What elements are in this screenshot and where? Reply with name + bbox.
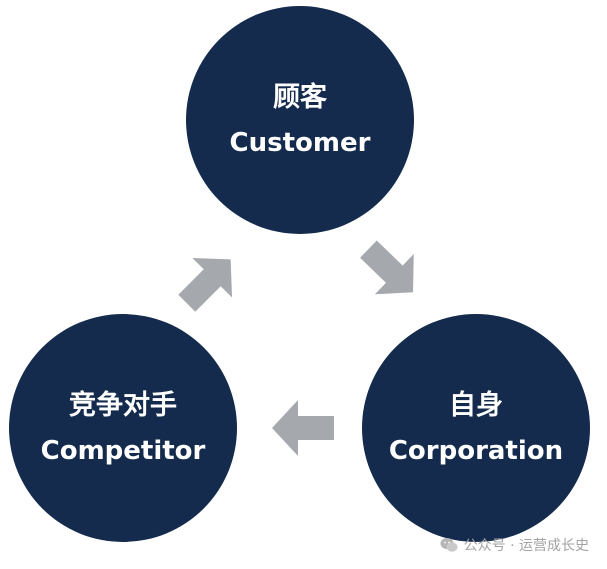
node-competitor-zh-label: 竞争对手: [69, 390, 177, 421]
node-corporation: 自身 Corporation: [362, 314, 590, 542]
arrow-corporation-to-competitor-icon: [272, 400, 334, 456]
watermark: 公众号 · 运营成长史: [440, 535, 589, 555]
node-corporation-en-label: Corporation: [388, 436, 564, 466]
watermark-text: 公众号 · 运营成长史: [463, 538, 589, 554]
arrow-customer-to-corporation-icon: [360, 240, 414, 295]
node-customer-zh-label: 顾客: [273, 82, 327, 113]
arrow-competitor-to-customer-icon: [178, 257, 233, 312]
node-competitor: 竞争对手 Competitor: [9, 314, 237, 542]
node-customer-en-label: Customer: [229, 128, 371, 158]
node-competitor-en-label: Competitor: [40, 436, 206, 466]
node-corporation-zh-label: 自身: [449, 390, 503, 421]
wechat-icon: [440, 538, 458, 552]
node-customer: 顾客 Customer: [186, 6, 414, 234]
